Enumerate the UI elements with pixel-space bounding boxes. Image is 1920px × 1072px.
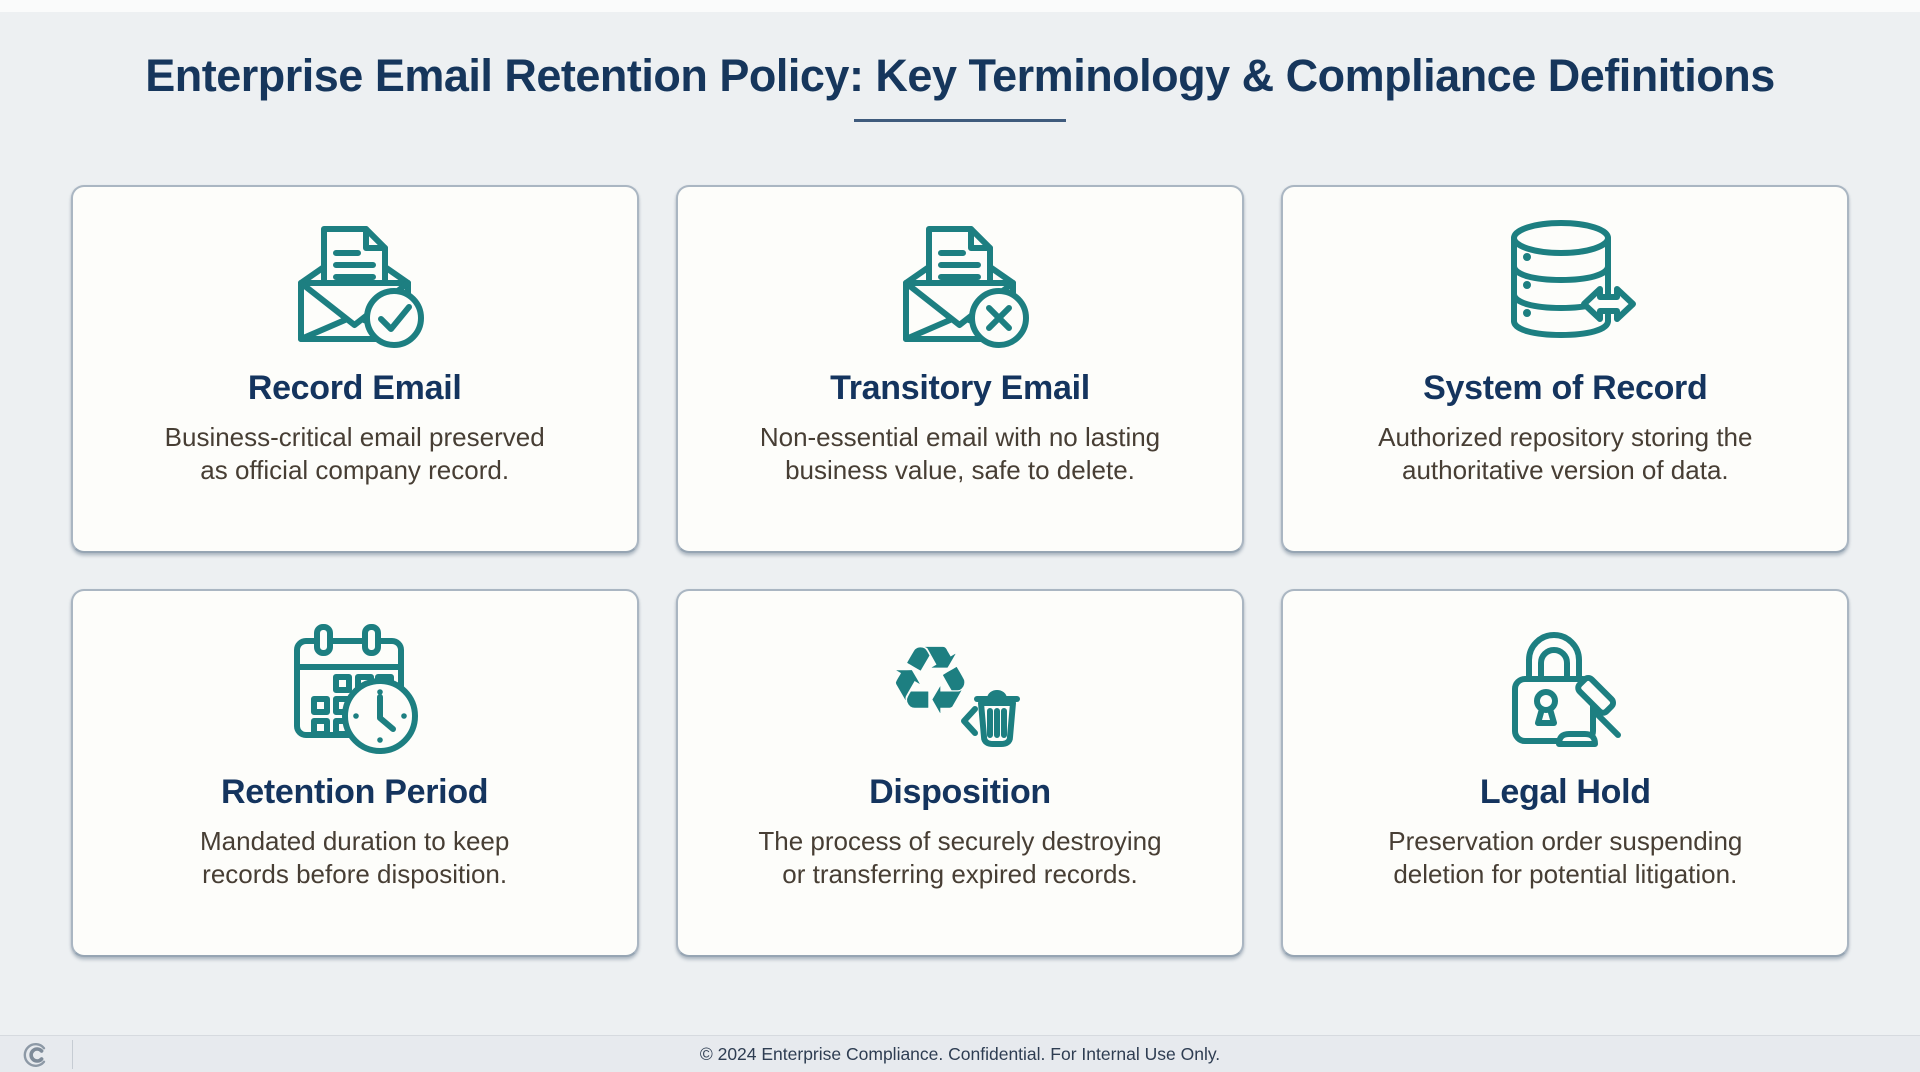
card-system-of-record: System of Record Authorized repository s… — [1281, 184, 1850, 553]
database-transfer-icon — [1489, 211, 1641, 358]
description-line: or transferring expired records. — [782, 858, 1138, 889]
recycle-trash-icon: ♻ — [884, 615, 1036, 762]
calendar-clock-icon — [279, 615, 431, 762]
footer-text: © 2024 Enterprise Compliance. Confidenti… — [699, 1043, 1221, 1064]
description-line: authoritative version of data. — [1401, 454, 1729, 485]
footer: © 2024 Enterprise Compliance. Confidenti… — [0, 1035, 1920, 1072]
recycle-symbol: ♻ — [888, 627, 972, 736]
description-line: The process of securely destroying — [758, 825, 1162, 856]
card-transitory-email: Transitory Email Non-essential email wit… — [675, 184, 1245, 553]
card-disposition: ♻ Disposition The process of securely de… — [675, 588, 1245, 957]
card-legal-hold: Legal Hold Preservation order suspending… — [1281, 588, 1850, 957]
description-line: Non-essential email with no lasting — [759, 421, 1161, 452]
title-underline — [854, 118, 1066, 122]
description-line: records before disposition. — [202, 858, 508, 889]
description-line: Authorized repository storing the — [1378, 421, 1753, 452]
c-monogram-logo-icon — [23, 1043, 46, 1067]
card-title: Record Email — [247, 368, 462, 407]
footer-divider — [72, 1040, 73, 1069]
envelope-document-check-icon — [279, 211, 431, 358]
top-band — [0, 0, 1920, 12]
lock-gavel-icon — [1489, 615, 1641, 762]
card-title: Retention Period — [221, 772, 489, 811]
header: Enterprise Email Retention Policy: Key T… — [0, 0, 1920, 122]
description-line: Mandated duration to keep — [199, 825, 510, 856]
page-title: Enterprise Email Retention Policy: Key T… — [145, 50, 1775, 101]
description-line: business value, safe to delete. — [785, 454, 1135, 485]
card-description: The process of securely destroying or tr… — [758, 825, 1161, 891]
card-description: Business-critical email preserved as off… — [165, 421, 545, 487]
card-description: Mandated duration to keep records before… — [200, 825, 509, 891]
card-description: Authorized repository storing the author… — [1378, 421, 1752, 487]
card-record-email: Record Email Business-critical email pre… — [70, 184, 639, 553]
card-retention-period: Retention Period Mandated duration to ke… — [70, 588, 639, 957]
card-description: Preservation order suspending deletion f… — [1388, 825, 1742, 891]
card-title: Transitory Email — [830, 368, 1090, 407]
card-title: Disposition — [869, 772, 1051, 811]
description-line: Preservation order suspending — [1388, 825, 1743, 856]
envelope-document-x-icon — [884, 211, 1036, 358]
description-line: deletion for potential litigation. — [1393, 858, 1738, 889]
description-line: Business-critical email preserved — [164, 421, 545, 452]
card-title: System of Record — [1423, 368, 1708, 407]
card-description: Non-essential email with no lasting busi… — [760, 421, 1160, 487]
definition-cards-grid: Record Email Business-critical email pre… — [70, 184, 1850, 957]
card-title: Legal Hold — [1479, 772, 1651, 811]
description-line: as official company record. — [200, 454, 510, 485]
